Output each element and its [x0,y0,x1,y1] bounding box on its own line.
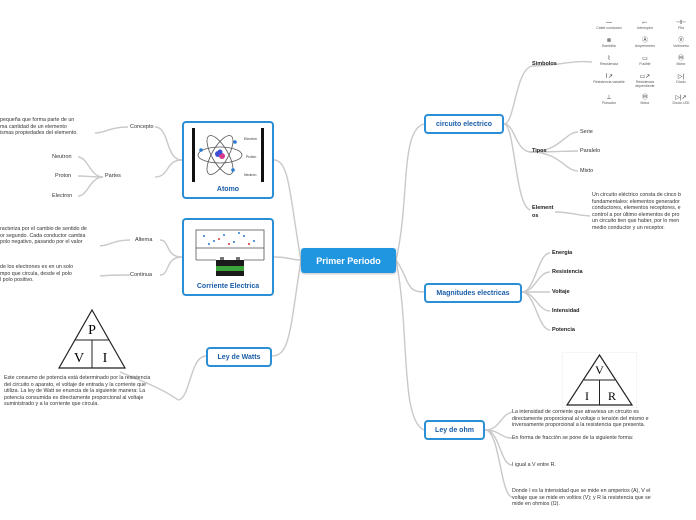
ohm-triangle-i: I [585,389,589,403]
watts-triangle-diagram: P V I [57,308,127,369]
text-line: l polo positivo. [0,277,34,284]
text-line: control a por último elementos de pro [592,211,680,218]
ohm-triangle-v: V [595,363,604,377]
symbol-label: Resistencia dependiente [635,80,655,88]
text-line: mpo que circula, desde el polo [0,270,72,277]
symbol-label: Motor [640,101,650,105]
watts-text: Este consumo de potencia está determinad… [4,375,182,408]
text-line: fundamentales: elementos generador [592,198,680,205]
subtopic-alterna[interactable]: Alterna [135,237,153,243]
text-line: de los electrones es en un solo [0,264,74,270]
topic-atomo[interactable]: Electrón Protón Neutrón Atomo [182,121,274,199]
text-line: suministrado y a la corriente que circul… [4,401,99,408]
symbols-image: —Cable conductor ⌐·Interruptor ⊣⊢Pila ⊗B… [592,18,696,113]
symbol-label: Amperímetro [634,44,656,48]
atom-label-neutron: Neutrón [244,173,257,177]
elementos-text: Un circuito eléctrico consta de cinco b … [592,192,696,232]
corriente-caption: Corriente Electrica [196,283,260,290]
current-circuit-image [195,229,265,276]
topic-magnitudes-electricas[interactable]: Magnitudes electricas [424,283,522,303]
topic-circuito-electrico[interactable]: circuito electrico [424,114,504,134]
text-line: ma cantidad de un elemento [0,123,67,130]
symbol-label: Pulsador [602,101,616,105]
ohm-triangle-r: R [608,389,616,403]
subtopic-tipos[interactable]: Tipos [532,148,547,154]
magnitud-energia[interactable]: Energia [552,250,573,256]
magnitud-voltaje[interactable]: Voltaje [552,289,570,295]
parte-neutron[interactable]: Neutron [52,154,72,160]
text-line: La intensidad de corriente que atraviesa… [512,409,639,415]
parte-electron[interactable]: Electron [52,193,73,199]
text-line: medio conductor y un receptor. [592,224,665,231]
text-line: directamente proporcional al voltaje o t… [512,415,649,422]
continua-text: de los electrones es en un solo mpo que … [0,264,104,284]
tipo-paralelo[interactable]: Paralelo [580,148,601,154]
text-line: or segundo. Cada conductor cambia [0,232,86,239]
ohm-text-3: I igual a V entre R. [512,462,556,468]
atomo-caption: Atomo [216,186,240,193]
magnitud-potencia[interactable]: Potencia [552,327,575,333]
ohm-text-1: La intensidad de corriente que atraviesa… [512,409,696,429]
text-line: Un circuito eléctrico consta de cinco b [592,192,681,198]
text-line: ismas propiedades del elemento. [0,130,78,137]
elementos-label-line: os [532,213,539,219]
symbol-label: Bombilla [602,44,616,48]
text-line: un circuito tien que haber, por lo men [592,218,680,225]
watts-triangle-i: I [103,351,108,366]
text-line: utiliza. La ley de Watt se enuncia de la… [4,388,146,395]
symbol-label: Diodo [676,80,686,84]
concepto-text: pequeña que forma parte de un ma cantida… [0,117,96,137]
subtopic-partes[interactable]: Partes [105,173,121,179]
tipo-mixto[interactable]: Mixto [580,168,594,174]
subtopic-simbolos[interactable]: Simbolos [532,61,557,67]
text-line: inversamente proporcional a la resistenc… [512,422,646,429]
symbol-label: Resistencia [599,62,619,66]
symbol-label: Pila [678,26,684,30]
central-topic[interactable]: Primer Periodo [301,248,396,273]
text-line: racteriza por el cambio de sentido de [0,226,87,232]
ohm-triangle-diagram: V I R [562,352,637,408]
topic-corriente-electrica[interactable]: Corriente Electrica [182,218,274,296]
symbol-label: Voltímetro [673,44,689,48]
magnitud-resistencia[interactable]: Resistencia [552,269,583,275]
text-line: Este consumo de potencia está determinad… [4,375,151,381]
symbol-label: Cable conductor [596,26,622,30]
subtopic-concepto[interactable]: Concepto [130,124,154,130]
text-line: potencia consumida es directamente propo… [4,394,144,401]
elementos-label-line: Element [532,205,554,211]
parte-proton[interactable]: Proton [55,173,72,179]
ohm-text-4: Donde I es la intensidad que se mide en … [512,488,696,508]
subtopic-continua[interactable]: Continua [130,272,153,278]
symbol-label: Resistencia variable [593,80,625,84]
symbol-label: Interruptor [636,26,654,30]
symbol-label: Motor [676,62,686,66]
atom-image: Electrón Protón Neutrón [192,128,264,182]
symbol-label: Diodo LED [672,101,690,105]
symbol-label: Fusible [639,62,651,66]
text-line: conductores, elementos receptores, e [592,205,681,212]
alterna-text: racteriza por el cambio de sentido de or… [0,226,104,246]
text-line: del circuito o aparato, el voltaje de en… [4,381,146,388]
text-line: polo negativo, pasando por el valor [0,239,83,246]
text-line: mide en ohmios (Ω). [512,501,560,508]
text-line: Donde I es la intensidad que se mide en … [512,488,651,494]
atom-label-electron: Electrón [244,137,257,141]
topic-ley-de-ohm[interactable]: Ley de ohm [424,420,485,440]
watts-triangle-p: P [88,323,96,338]
text-line: pequeña que forma parte de un [0,117,75,123]
topic-ley-de-watts[interactable]: Ley de Watts [206,347,272,367]
magnitud-intensidad[interactable]: Intensidad [552,308,580,314]
text-line: voltaje que se mide en voltios (V); y R … [512,494,651,501]
watts-triangle-v: V [74,351,84,366]
ohm-text-2: En forma de fracción se pone de la sigui… [512,435,634,441]
tipo-serie[interactable]: Serie [580,129,593,135]
subtopic-elementos[interactable]: Element os [532,204,553,220]
atom-label-proton: Protón [246,155,256,159]
